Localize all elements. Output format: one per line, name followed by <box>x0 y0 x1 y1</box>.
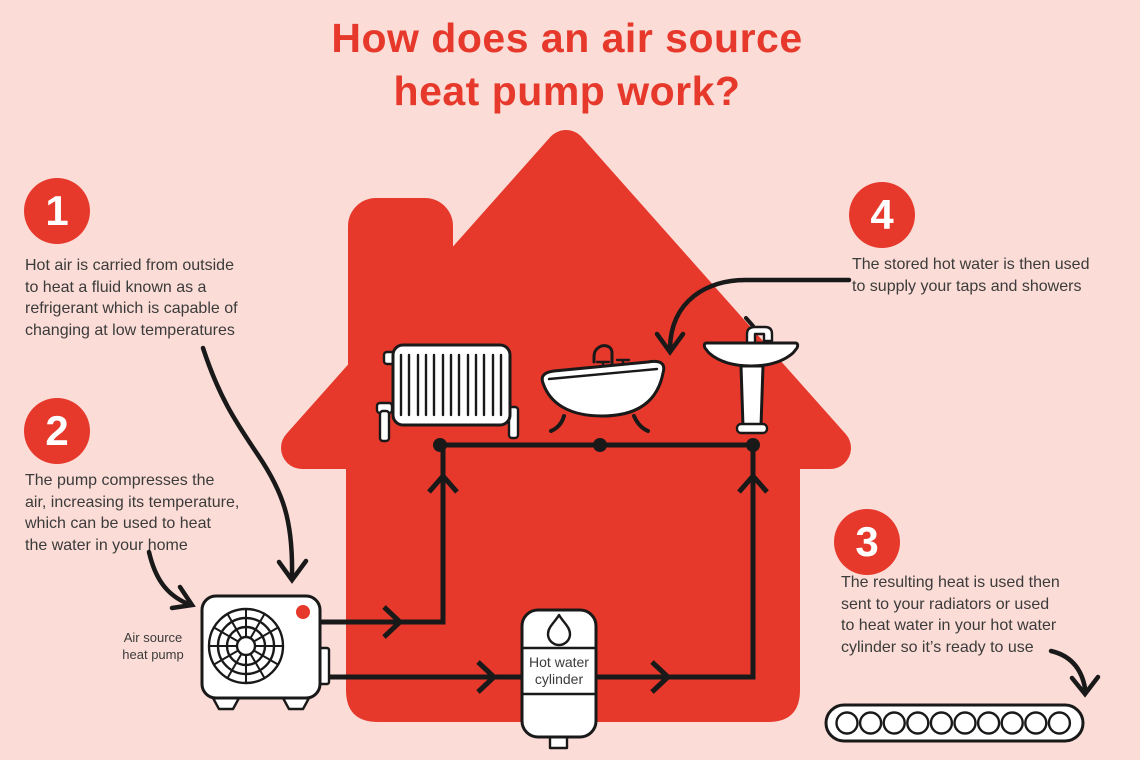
pipe-arrow-icon <box>737 472 769 494</box>
fan-icon <box>207 607 285 685</box>
hot-water-cylinder-icon <box>520 608 598 750</box>
wall-shape <box>346 420 800 722</box>
step-3-badge: 3 <box>834 509 900 575</box>
annotation-arrow-icon <box>146 549 196 611</box>
heat-pump-icon <box>200 594 331 711</box>
pipe-junction-dot <box>746 438 760 452</box>
step-1-text: Hot air is carried from outside to heat … <box>25 257 238 339</box>
sink-icon <box>702 316 800 435</box>
bathtub-icon <box>540 344 666 433</box>
pipe-arrow-icon <box>427 472 459 494</box>
radiator-icon <box>375 343 520 443</box>
pipe-arrow-icon <box>650 660 672 694</box>
pipe-junction-dot <box>593 438 607 452</box>
step-2-text: The pump compresses the air, increasing … <box>25 472 240 554</box>
pipe-junction-dot <box>433 438 447 452</box>
droplet-icon <box>546 613 572 647</box>
cylinder-label: Hot water cylinder <box>529 654 589 687</box>
annotation-arrow-icon <box>1048 648 1101 698</box>
step-4-badge: 4 <box>849 182 915 248</box>
heat-pump-label: Air source heat pump <box>122 630 184 662</box>
pipe-arrow-icon <box>382 605 404 639</box>
pipe-arrow-icon <box>476 660 498 694</box>
baseboard-heater-icon <box>824 703 1085 743</box>
annotation-arrow-icon <box>200 345 309 584</box>
annotation-arrows <box>146 277 1101 698</box>
step-2-badge: 2 <box>24 398 90 464</box>
step-3-text: The resulting heat is used then sent to … <box>841 574 1060 656</box>
indicator-dot-icon <box>296 605 310 619</box>
page-title: How does an air source heat pump work? <box>331 15 803 114</box>
annotation-arrow-icon <box>654 277 852 356</box>
step-1-badge: 1 <box>24 178 90 244</box>
step-4-text: The stored hot water is then used to sup… <box>852 256 1090 295</box>
pipe-circuit <box>318 438 769 694</box>
